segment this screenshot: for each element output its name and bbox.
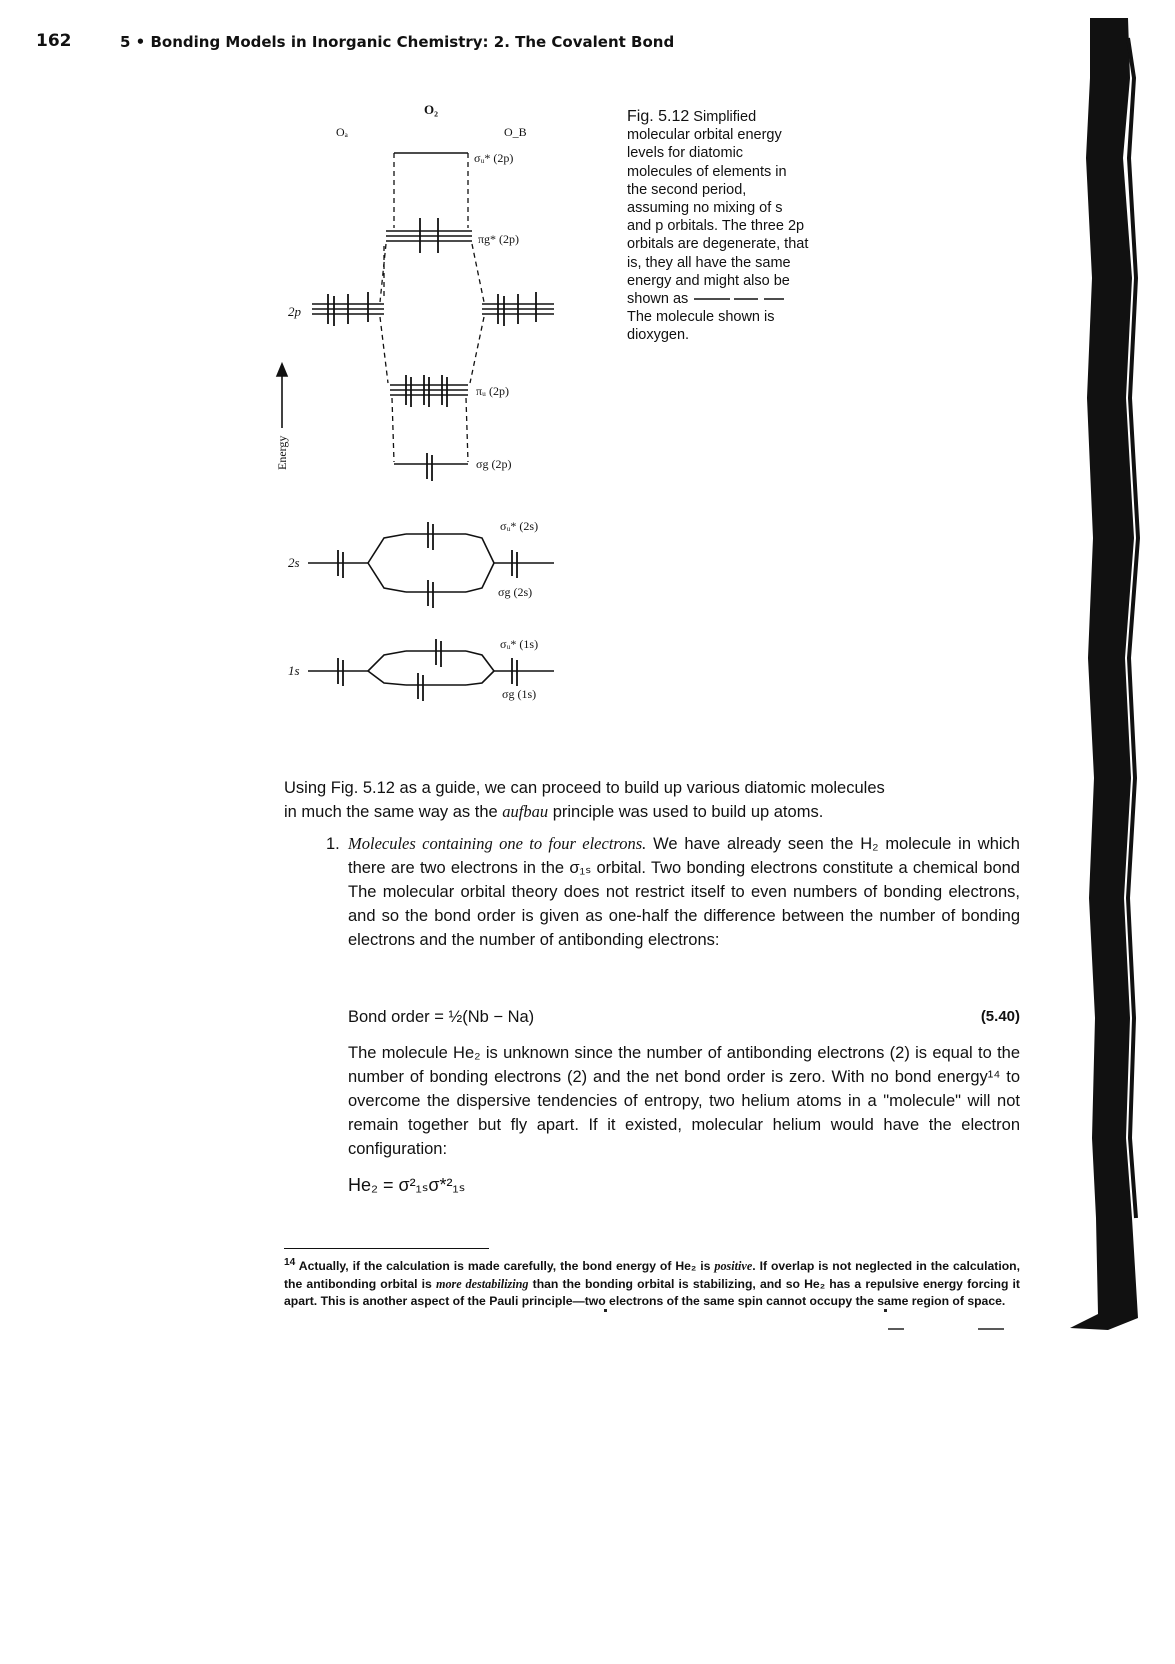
page-number: 162 — [36, 31, 72, 51]
bond-order-formula: Bond order = ½(Nb − Na) — [348, 1008, 535, 1026]
equation-number: (5.40) — [980, 1008, 1020, 1025]
intro-paragraph: Using Fig. 5.12 as a guide, we can proce… — [284, 779, 885, 797]
mo-label-sigma-u-star-2p: σᵤ* (2p) — [474, 151, 513, 165]
figure-caption: Fig. 5.12 Simplified molecular orbital e… — [627, 108, 809, 344]
mo-label-sigma-u-star-2s: σᵤ* (2s) — [500, 519, 538, 533]
label-oa: Oₐ — [336, 125, 349, 139]
mo-energy-diagram: O₂ Oₐ O_B σᵤ* (2p) πg* (2p) 2p πᵤ (2p) σ… — [275, 102, 554, 701]
book-edge-shadow — [1070, 18, 1141, 1330]
label-ob: O_B — [504, 125, 527, 139]
figure-label: Fig. 5.12 — [627, 108, 690, 125]
diagram-title-o2: O₂ — [424, 102, 438, 117]
running-header: 162 5 • Bonding Models in Inorganic Chem… — [36, 28, 736, 58]
energy-axis-label: Energy — [275, 436, 289, 470]
running-title: 5 • Bonding Models in Inorganic Chemistr… — [120, 33, 675, 51]
footnote-rule — [284, 1248, 489, 1249]
mo-label-sigma-u-star-1s: σᵤ* (1s) — [500, 637, 538, 651]
label-1s: 1s — [288, 663, 300, 678]
equation-5-40: Bond order = ½(Nb − Na) (5.40) — [348, 1005, 1020, 1029]
mo-label-sigma-g-2s: σg (2s) — [498, 585, 532, 599]
mo-label-pi-g-star-2p: πg* (2p) — [478, 232, 519, 246]
mo-label-sigma-g-1s: σg (1s) — [502, 687, 536, 701]
item-heading: Molecules containing one to four electro… — [348, 834, 647, 853]
mo-label-sigma-g-2p: σg (2p) — [476, 457, 511, 471]
item-number: 1. — [326, 835, 340, 853]
he2-configuration: He₂ = σ²₁ₛσ*²₁ₛ — [348, 1175, 466, 1195]
dash-illustration — [694, 298, 785, 300]
he2-paragraph: The molecule He₂ is unknown since the nu… — [348, 1044, 1020, 1158]
label-2p: 2p — [288, 304, 302, 319]
mo-label-pi-u-2p: πᵤ (2p) — [476, 384, 509, 398]
label-2s: 2s — [288, 555, 300, 570]
intro-paragraph-line2: in much the same way as the aufbau princ… — [284, 802, 824, 821]
footnote-14: 14 Actually, if the calculation is made … — [284, 1257, 1020, 1309]
item-body: We have already seen the H₂ molecule in … — [348, 835, 1020, 949]
list-item-one-to-four-electrons: 1. Molecules containing one to four elec… — [326, 832, 1020, 952]
